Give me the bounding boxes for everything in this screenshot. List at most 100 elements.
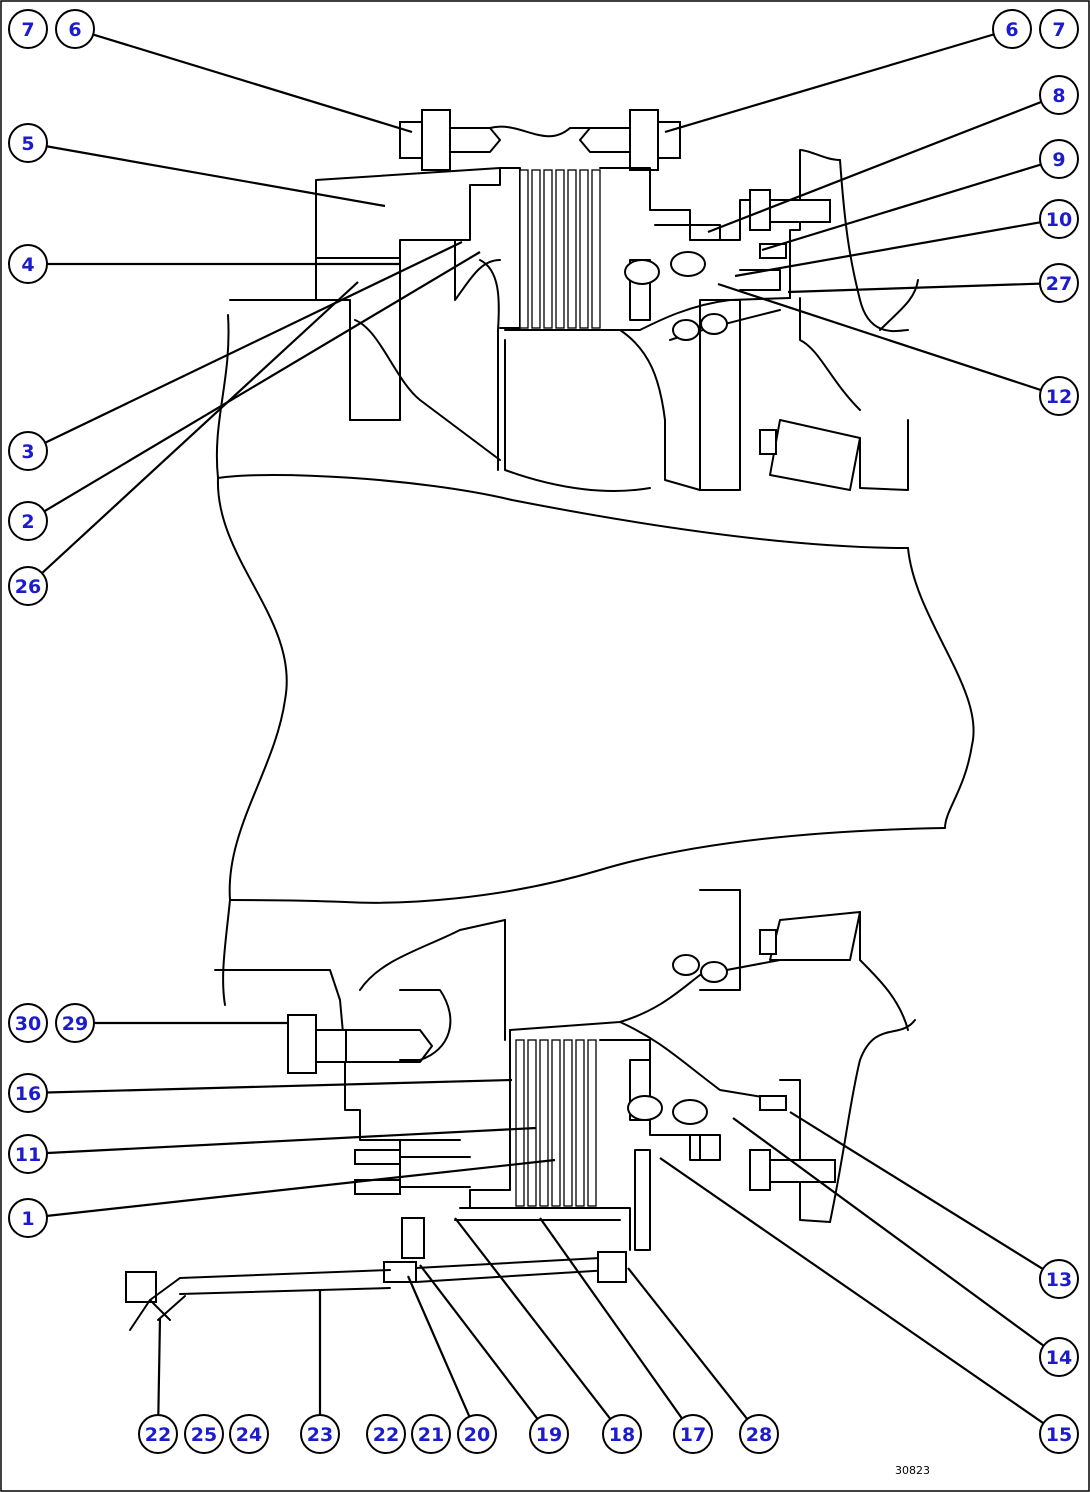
callout-circle xyxy=(8,1073,48,1113)
callout-label: 22 xyxy=(373,1424,399,1446)
callout-label: 30 xyxy=(15,1013,41,1035)
callout-label: 25 xyxy=(191,1424,217,1446)
callout-26: 26 xyxy=(8,566,48,606)
callout-11: 11 xyxy=(8,1134,48,1174)
callout-label: 6 xyxy=(1005,19,1018,41)
callout-24: 24 xyxy=(229,1414,269,1454)
callout-6: 6 xyxy=(992,9,1032,49)
callout-15: 15 xyxy=(1039,1414,1079,1454)
callout-circle xyxy=(1039,1337,1079,1377)
callout-circle xyxy=(138,1414,178,1454)
lower-housing xyxy=(214,889,916,1251)
callout-label: 9 xyxy=(1052,149,1065,171)
callout-3: 3 xyxy=(8,431,48,471)
callout-1: 1 xyxy=(8,1198,48,1238)
callout-label: 11 xyxy=(15,1144,41,1166)
callout-label: 17 xyxy=(680,1424,706,1446)
lower-plate-stack xyxy=(515,1039,597,1207)
callout-circle xyxy=(366,1414,406,1454)
callout-17: 17 xyxy=(673,1414,713,1454)
callout-label: 21 xyxy=(418,1424,444,1446)
leader-lines xyxy=(27,27,1060,1435)
callout-circle xyxy=(55,9,95,49)
callout-circle xyxy=(1039,9,1079,49)
callout-label: 19 xyxy=(536,1424,562,1446)
callout-5: 5 xyxy=(8,123,48,163)
callout-circle xyxy=(8,1198,48,1238)
callout-2: 2 xyxy=(8,501,48,541)
callout-13: 13 xyxy=(1039,1259,1079,1299)
callout-circle xyxy=(457,1414,497,1454)
callout-label: 4 xyxy=(21,254,34,276)
callout-label: 28 xyxy=(746,1424,772,1446)
callout-label: 20 xyxy=(464,1424,490,1446)
callout-8: 8 xyxy=(1039,75,1079,115)
callout-label: 13 xyxy=(1046,1269,1072,1291)
callout-label: 29 xyxy=(62,1013,88,1035)
callout-circle xyxy=(673,1414,713,1454)
upper-plate-stack xyxy=(519,169,601,329)
top-bolts xyxy=(399,109,681,171)
callout-label: 8 xyxy=(1052,85,1065,107)
callout-circle xyxy=(8,123,48,163)
callout-label: 10 xyxy=(1046,209,1072,231)
callout-label: 14 xyxy=(1046,1347,1072,1369)
callout-18: 18 xyxy=(602,1414,642,1454)
callout-circle xyxy=(229,1414,269,1454)
callout-23: 23 xyxy=(300,1414,340,1454)
callout-circle xyxy=(1039,1259,1079,1299)
callout-label: 15 xyxy=(1046,1424,1072,1446)
bleed-line xyxy=(125,1217,627,1331)
callout-30: 30 xyxy=(8,1003,48,1043)
callout-19: 19 xyxy=(529,1414,569,1454)
callout-circle xyxy=(602,1414,642,1454)
axle-shaft xyxy=(215,314,975,1006)
callout-label: 7 xyxy=(1052,19,1065,41)
callout-label: 1 xyxy=(21,1208,34,1230)
callout-22: 22 xyxy=(138,1414,178,1454)
callout-circle xyxy=(8,566,48,606)
callout-9: 9 xyxy=(1039,139,1079,179)
callout-circle xyxy=(8,431,48,471)
callout-25: 25 xyxy=(184,1414,224,1454)
drawing-code: 30823 xyxy=(895,1464,930,1477)
callout-4: 4 xyxy=(8,244,48,284)
callout-circle xyxy=(529,1414,569,1454)
callout-7: 7 xyxy=(8,9,48,49)
callout-22: 22 xyxy=(366,1414,406,1454)
callout-label: 16 xyxy=(15,1083,41,1105)
callout-label: 3 xyxy=(21,441,34,463)
callout-29: 29 xyxy=(55,1003,95,1043)
callout-label: 24 xyxy=(236,1424,262,1446)
lower-bolt xyxy=(287,1014,433,1074)
callout-circle xyxy=(411,1414,451,1454)
callout-label: 7 xyxy=(21,19,34,41)
callout-20: 20 xyxy=(457,1414,497,1454)
callout-label: 6 xyxy=(68,19,81,41)
callout-circle xyxy=(8,1134,48,1174)
callout-label: 2 xyxy=(21,511,34,533)
callout-circle xyxy=(1039,139,1079,179)
callout-circle xyxy=(1039,199,1079,239)
callout-14: 14 xyxy=(1039,1337,1079,1377)
callout-circle xyxy=(184,1414,224,1454)
callout-label: 22 xyxy=(145,1424,171,1446)
callout-label: 23 xyxy=(307,1424,333,1446)
callout-7: 7 xyxy=(1039,9,1079,49)
callout-circle xyxy=(8,501,48,541)
callout-circle xyxy=(1039,75,1079,115)
callout-circle xyxy=(8,9,48,49)
callout-27: 27 xyxy=(1039,263,1079,303)
callout-circle xyxy=(992,9,1032,49)
callout-label: 18 xyxy=(609,1424,635,1446)
callout-label: 5 xyxy=(21,133,34,155)
callout-10: 10 xyxy=(1039,199,1079,239)
callout-label: 26 xyxy=(15,576,41,598)
callout-16: 16 xyxy=(8,1073,48,1113)
callout-circle xyxy=(1039,1414,1079,1454)
callout-12: 12 xyxy=(1039,376,1079,416)
